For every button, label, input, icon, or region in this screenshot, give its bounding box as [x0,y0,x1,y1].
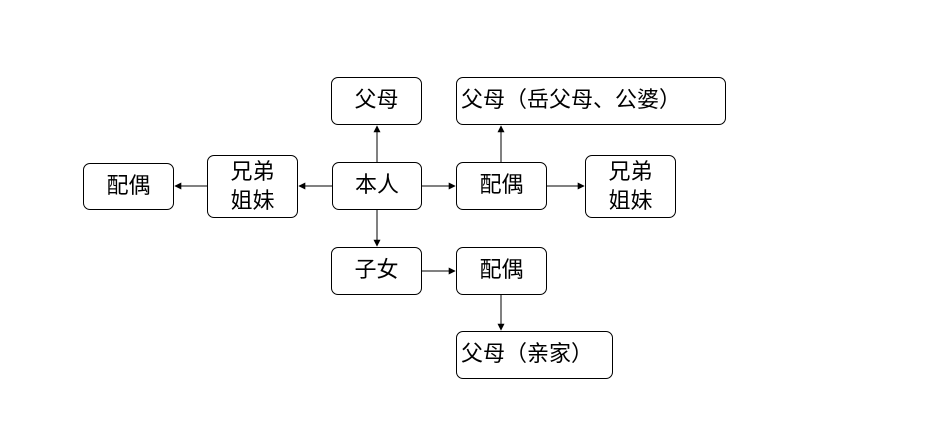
node-spouse-of-sibling-label: 配偶 [106,173,151,199]
node-self-label: 本人 [354,173,399,198]
node-siblings-left-line2: 姐妹 [230,188,275,214]
node-child-spouse: 配偶 [456,247,547,295]
node-parents-in-law-label: 父母（岳父母、公婆） [461,88,682,113]
node-siblings-of-spouse-line1: 兄弟 [608,159,653,185]
node-parents-label: 父母 [354,88,399,113]
node-spouse: 配偶 [456,162,547,210]
node-children: 子女 [331,247,422,295]
node-siblings-of-spouse: 兄弟 姐妹 [585,155,676,218]
node-child-spouse-parents-label: 父母（亲家） [461,342,594,367]
node-child-spouse-parents: 父母（亲家） [456,331,613,379]
node-spouse-of-sibling: 配偶 [83,163,174,210]
node-siblings-left: 兄弟 姐妹 [207,155,298,218]
node-children-label: 子女 [354,258,399,283]
node-child-spouse-label: 配偶 [479,258,524,283]
node-parents: 父母 [331,77,422,125]
node-siblings-left-line1: 兄弟 [230,159,275,185]
node-siblings-of-spouse-line2: 姐妹 [608,188,653,214]
node-spouse-label: 配偶 [479,173,524,198]
node-parents-in-law: 父母（岳父母、公婆） [456,77,726,125]
node-self: 本人 [332,162,422,210]
